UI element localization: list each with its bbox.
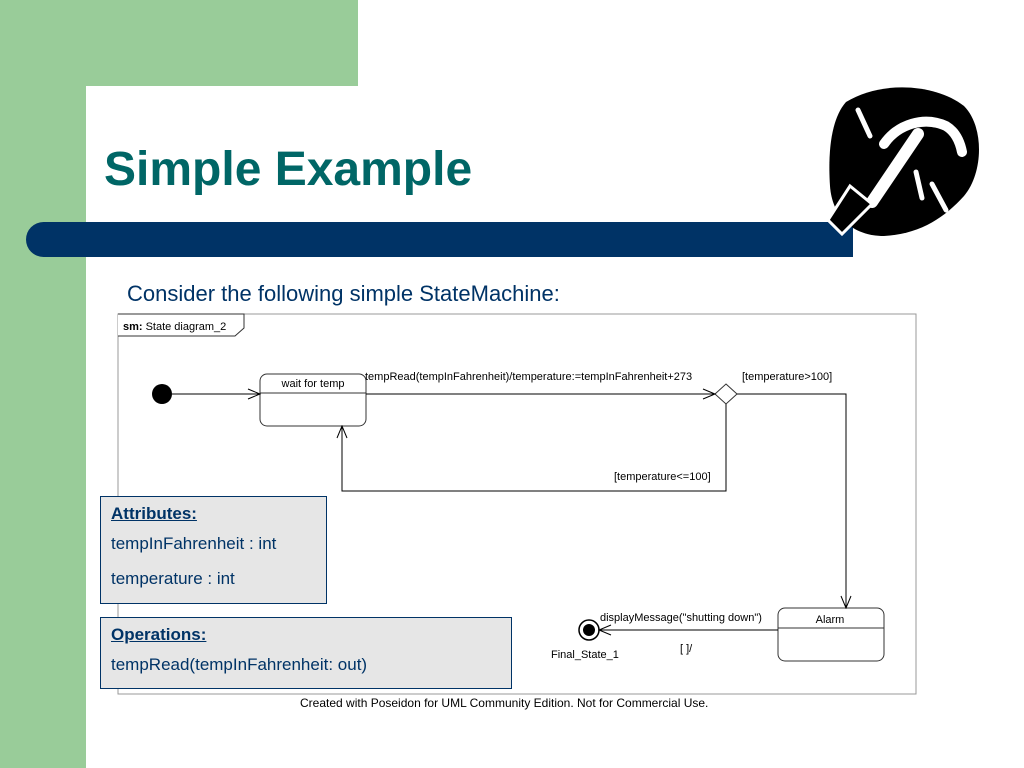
transition-high: [737, 393, 846, 608]
state-alarm: [777, 607, 885, 662]
attribute-item: tempInFahrenheit : int: [111, 534, 277, 553]
initial-state: [152, 384, 172, 404]
frame-name: State diagram_2: [146, 321, 227, 333]
operations-box: Operations: tempRead(tempInFahrenheit: o…: [100, 617, 512, 689]
label-guard-high: [temperature>100]: [742, 371, 832, 383]
state-wait-label: wait for temp: [281, 378, 345, 390]
label-display: displayMessage("shutting down"): [600, 612, 762, 624]
frame-keyword: sm:: [123, 321, 143, 333]
frame-label: sm:State diagram_2: [123, 321, 226, 333]
top-green-bar: [0, 0, 358, 86]
subtitle-text: Consider the following simple StateMachi…: [127, 281, 560, 306]
left-green-bar: [0, 0, 86, 768]
final-state-label: Final_State_1: [551, 649, 619, 661]
operations-heading: Operations:: [111, 625, 207, 644]
label-guard-low: [temperature<=100]: [614, 471, 711, 483]
label-read: tempRead(tempInFahrenheit)/temperature:=…: [365, 371, 692, 383]
state-wait-for-temp: [259, 373, 367, 427]
frame-tab: [118, 313, 245, 337]
attribute-item: temperature : int: [111, 569, 235, 588]
state-alarm-label: Alarm: [816, 614, 845, 626]
hammer-nails-logo-icon: [826, 87, 979, 237]
slide-title: Simple Example: [104, 143, 473, 196]
final-state-core: [583, 624, 595, 636]
credit-text: Created with Poseidon for UML Community …: [300, 696, 709, 710]
attributes-box: Attributes: tempInFahrenheit : int tempe…: [100, 496, 327, 604]
transition-low: [342, 404, 727, 492]
label-empty: [ ]/: [680, 643, 693, 655]
attributes-heading: Attributes:: [111, 504, 197, 523]
operation-item: tempRead(tempInFahrenheit: out): [111, 655, 368, 674]
title-underline-band: [26, 222, 853, 257]
